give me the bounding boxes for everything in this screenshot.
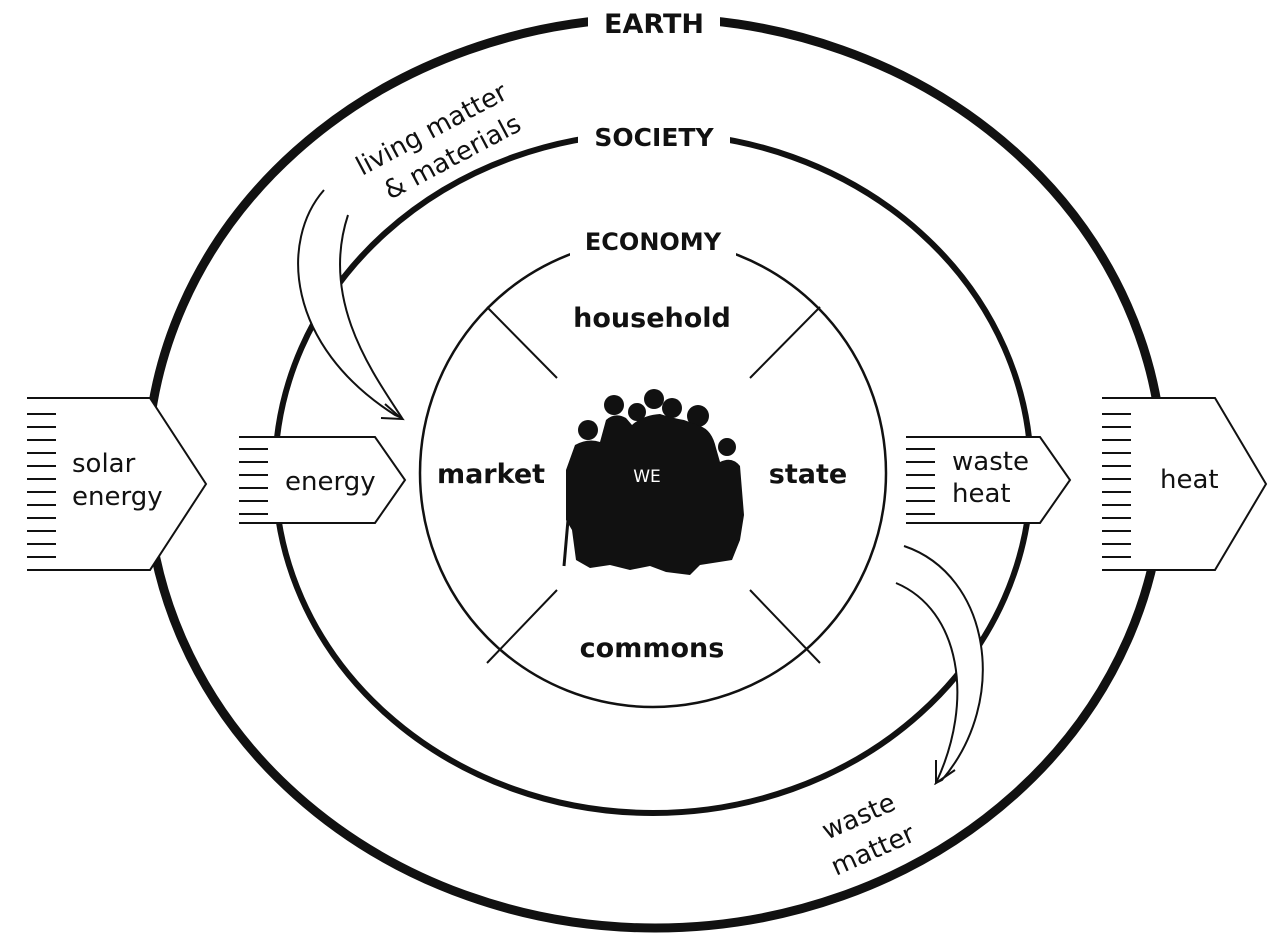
household-label: household [573,303,731,334]
waste-matter-arrowhead-icon [935,760,956,785]
society-label-gap [578,118,730,158]
energy-label: energy [285,467,376,497]
sector-dividers [486,306,821,664]
society-label: SOCIETY [594,123,714,152]
earth-label: EARTH [604,9,704,40]
people-silhouette-icon [562,389,744,575]
solar-energy-label-line2: energy [72,482,163,512]
waste-heat-arrow [906,436,1072,524]
heat-label: heat [1160,465,1219,495]
heat-arrow [1102,397,1268,571]
market-label: market [437,459,545,490]
economy-label: ECONOMY [585,228,722,256]
solar-energy-label-line1: solar [72,449,136,479]
state-label: state [769,459,847,490]
solar-energy-arrow [27,397,208,571]
energy-arrow [239,436,407,524]
waste-matter-arrow [895,545,984,786]
living-matter-arrowhead-icon [380,403,405,421]
commons-label: commons [580,633,725,664]
waste-heat-label-line2: heat [952,479,1011,509]
earth-label-gap [588,2,720,46]
waste-heat-label-line1: waste [952,447,1029,477]
economy-label-gap [570,224,736,260]
living-matter-arrow [297,189,405,421]
we-label: WE [633,467,661,487]
